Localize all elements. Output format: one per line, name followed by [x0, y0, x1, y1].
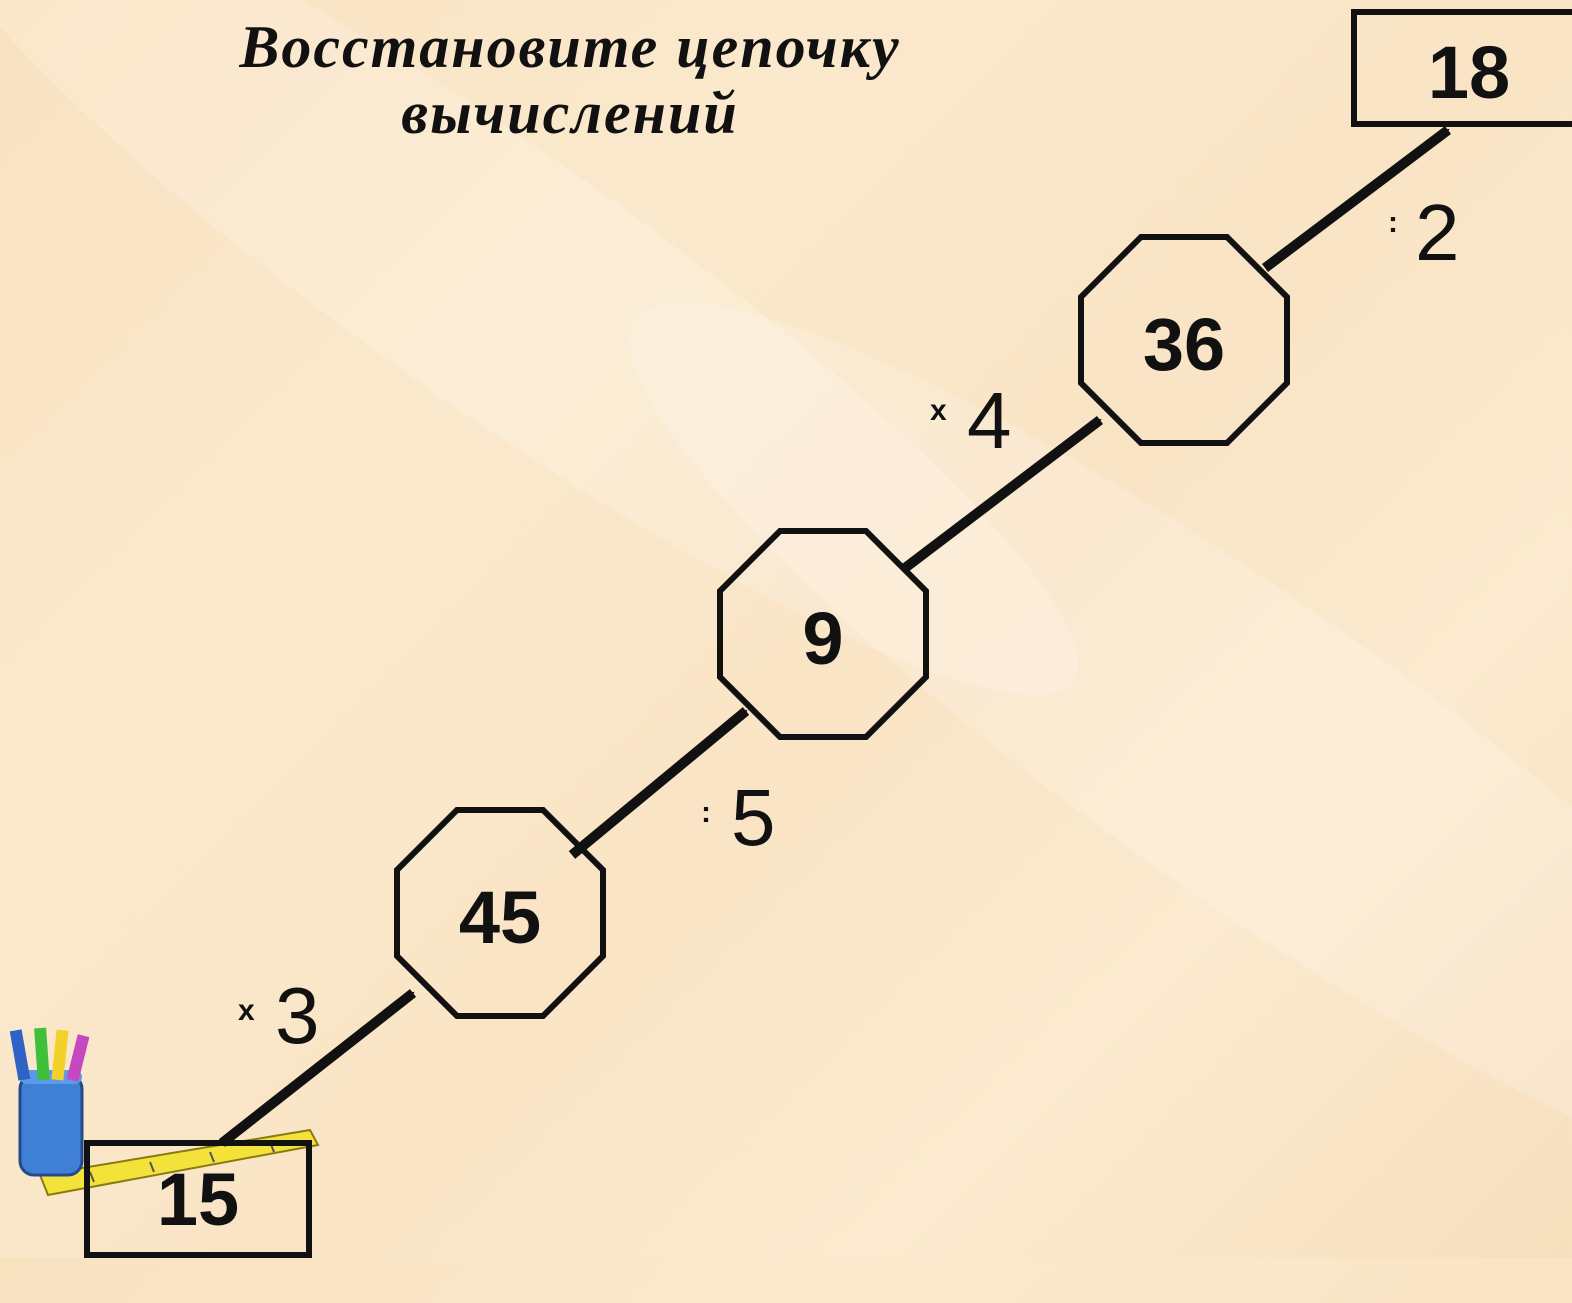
title-line-1: Восстановите цепочку: [239, 14, 901, 80]
operation-symbol: x: [930, 394, 947, 427]
arrow-9-to-36: [901, 416, 1104, 572]
arrow-15-to-45: [218, 989, 417, 1147]
octagon-node-36: 36: [1078, 234, 1290, 446]
arrow-45-to-9: [568, 707, 750, 859]
operation-symbol: :: [701, 796, 711, 829]
start-value: 15: [157, 1158, 239, 1241]
operation-symbol: :: [1388, 206, 1398, 239]
node-value: 9: [802, 597, 843, 680]
pencil-cup-and-ruler-icon: [9, 1027, 320, 1197]
operation-label-4: : 2: [1388, 188, 1460, 277]
operation-label-2: : 5: [701, 773, 776, 862]
arrow-36-to-18: [1261, 126, 1452, 272]
end-value-box: 18: [1351, 9, 1572, 127]
operation-operand: 5: [731, 773, 776, 862]
octagon-node-9: 9: [717, 528, 929, 740]
page-title: Восстановите цепочку вычислений: [120, 14, 1020, 146]
operation-symbol: x: [238, 994, 255, 1027]
operation-label-3: x 4: [930, 376, 1012, 465]
operation-operand: 4: [967, 376, 1012, 465]
node-value: 36: [1143, 303, 1225, 386]
octagon-node-45: 45: [394, 807, 606, 1019]
title-line-2: вычислений: [401, 80, 739, 146]
start-value-box: 15: [84, 1140, 312, 1258]
calculation-chain-diagram: 15 45 9 36 18 x 3 : 5 x 4 : 2: [9, 9, 1572, 1258]
operation-operand: 3: [275, 971, 320, 1060]
operation-label-1: x 3: [238, 971, 320, 1060]
operation-operand: 2: [1415, 188, 1460, 277]
end-value: 18: [1428, 31, 1510, 114]
node-value: 45: [459, 876, 541, 959]
